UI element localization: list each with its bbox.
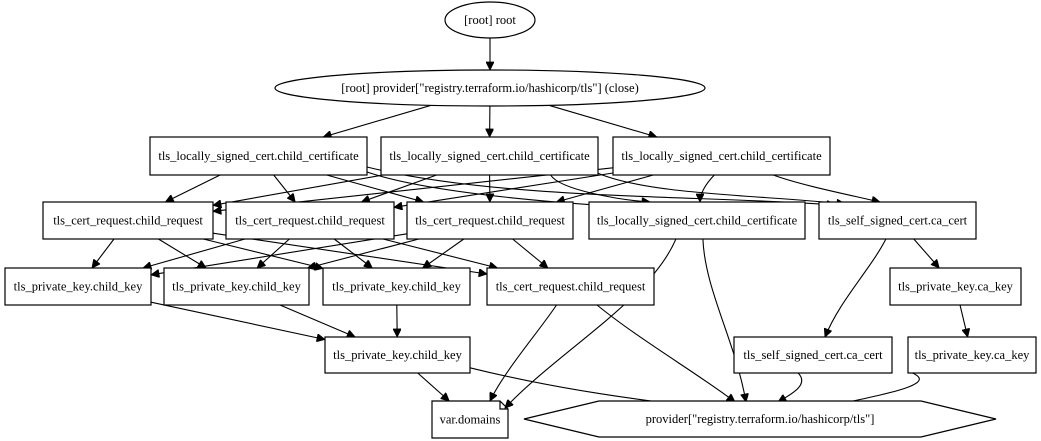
edge-lsc3-to-cr3 — [556, 174, 654, 202]
node-shape — [380, 136, 599, 176]
node-label: tls_locally_signed_cert.child_certificat… — [158, 149, 359, 163]
node-shape — [523, 400, 997, 438]
edge-cr2-to-pk3 — [333, 238, 372, 268]
node-lsc1: tls_locally_signed_cert.child_certificat… — [149, 136, 368, 176]
edge-cr4-to-var_domains — [490, 304, 557, 401]
edge-cr2-to-pk1 — [143, 238, 246, 268]
node-label: var.domains — [440, 413, 501, 427]
node-shape — [889, 267, 1022, 306]
node-pk1: tls_private_key.child_key — [4, 267, 152, 306]
edge-lsc2-to-ca_cert — [597, 172, 845, 204]
edge-lsc3-to-lsc4 — [700, 174, 715, 202]
node-shape — [4, 267, 152, 306]
node-lsc2: tls_locally_signed_cert.child_certificat… — [380, 136, 599, 176]
node-shape — [907, 336, 1037, 374]
edge-cr1-to-pk3 — [203, 238, 323, 268]
node-shape — [163, 267, 310, 306]
node-label: tls_cert_request.child_request — [235, 214, 385, 228]
node-label: [root] provider["registry.terraform.io/h… — [341, 81, 639, 95]
node-label: provider["registry.terraform.io/hashicor… — [646, 412, 875, 426]
edge-lsc2-to-lsc4 — [550, 174, 650, 202]
edge-cr1-to-cr4 — [212, 232, 487, 274]
node-shape — [322, 267, 471, 306]
node-label: tls_locally_signed_cert.child_certificat… — [597, 214, 798, 228]
edge-cr4-to-provider — [596, 304, 735, 402]
edge-cr1-to-pk1 — [92, 238, 115, 268]
edge-pk4-to-var_domains — [417, 372, 450, 401]
node-label: tls_cert_request.child_request — [496, 280, 646, 294]
node-shape — [733, 336, 893, 374]
node-shape — [588, 201, 806, 240]
node-shape — [818, 201, 977, 240]
node-shape — [612, 136, 831, 176]
node-pk2: tls_private_key.child_key — [163, 267, 310, 306]
node-layer: [root] root [root] provider["registry.ter… — [4, 1, 1037, 439]
node-cr2: tls_cert_request.child_request — [225, 201, 395, 240]
edge-cr1-to-pk2 — [158, 238, 206, 269]
node-label: [root] root — [464, 13, 516, 27]
edge-pk2-to-pk4 — [279, 304, 355, 337]
node-label: tls_private_key.ca_key — [898, 280, 1014, 294]
node-lsc4: tls_locally_signed_cert.child_certificat… — [588, 201, 806, 240]
node-label: tls_cert_request.child_request — [415, 214, 565, 228]
node-label: tls_private_key.ca_key — [915, 348, 1031, 362]
node-shape — [274, 69, 706, 107]
node-ca-key2: tls_private_key.ca_key — [907, 336, 1037, 374]
node-label: tls_self_signed_cert.ca_cert — [828, 214, 968, 228]
node-shape — [324, 336, 471, 374]
edge-lsc1-to-cr1 — [165, 174, 221, 203]
edge-cr3-to-pk3 — [423, 238, 465, 268]
node-shape — [406, 201, 574, 240]
edge-lsc1-to-cr2 — [273, 174, 296, 202]
node-shape — [444, 1, 536, 39]
node-label: tls_private_key.child_key — [332, 280, 461, 294]
node-pk3: tls_private_key.child_key — [322, 267, 471, 306]
node-lsc3: tls_locally_signed_cert.child_certificat… — [612, 136, 831, 176]
node-label: tls_private_key.child_key — [14, 280, 143, 294]
node-label: tls_locally_signed_cert.child_certificat… — [621, 149, 822, 163]
node-ca-cert: tls_self_signed_cert.ca_cert — [818, 201, 977, 240]
edge-lsc3-to-ca_cert — [773, 174, 880, 202]
edge-lsc1-to-lsc4 — [366, 171, 610, 206]
edge-lsc4-to-var_domains — [505, 238, 677, 408]
node-shape — [486, 267, 655, 306]
edge-provider_close-to-lsc1 — [323, 104, 432, 137]
edge-lsc2-to-cr1 — [213, 174, 384, 205]
node-shape — [225, 201, 395, 240]
node-label: tls_locally_signed_cert.child_certificat… — [389, 149, 590, 163]
node-cr4: tls_cert_request.child_request — [486, 267, 655, 306]
edge-ca_key-to-ca_key2 — [959, 304, 968, 337]
node-ca-cert2: tls_self_signed_cert.ca_cert — [733, 336, 893, 374]
node-ca-key: tls_private_key.ca_key — [889, 267, 1022, 306]
edge-cr3-to-cr4 — [512, 238, 548, 268]
edge-lsc2-to-cr2 — [362, 174, 437, 202]
edge-ca_cert-to-ca_cert2 — [825, 238, 887, 337]
node-label: tls_cert_request.child_request — [53, 214, 203, 228]
node-var-domains: var.domains — [431, 400, 509, 439]
edge-ca_cert2-to-provider — [778, 372, 803, 403]
node-label: tls_self_signed_cert.ca_cert — [743, 348, 883, 362]
node-root: [root] root — [444, 1, 536, 39]
node-shape — [42, 201, 214, 240]
node-cr3: tls_cert_request.child_request — [406, 201, 574, 240]
edge-lsc1-to-cr3 — [326, 174, 424, 202]
node-shape — [431, 400, 509, 439]
edge-pk1-to-pk4 — [150, 301, 325, 339]
node-provider: provider["registry.terraform.io/hashicor… — [523, 400, 997, 438]
node-cr1: tls_cert_request.child_request — [42, 201, 214, 240]
edge-lsc4-to-provider — [702, 238, 746, 402]
edge-cr2-to-pk2 — [257, 238, 290, 268]
node-pk4: tls_private_key.child_key — [324, 336, 471, 374]
node-shape — [149, 136, 368, 176]
edge-ca_cert-to-ca_key — [913, 238, 939, 268]
edge-cr3-to-pk2 — [308, 238, 420, 268]
edge-provider_close-to-lsc3 — [548, 104, 657, 137]
node-provider-close: [root] provider["registry.terraform.io/h… — [274, 69, 706, 107]
node-label: tls_private_key.child_key — [333, 348, 462, 362]
node-label: tls_private_key.child_key — [172, 280, 301, 294]
